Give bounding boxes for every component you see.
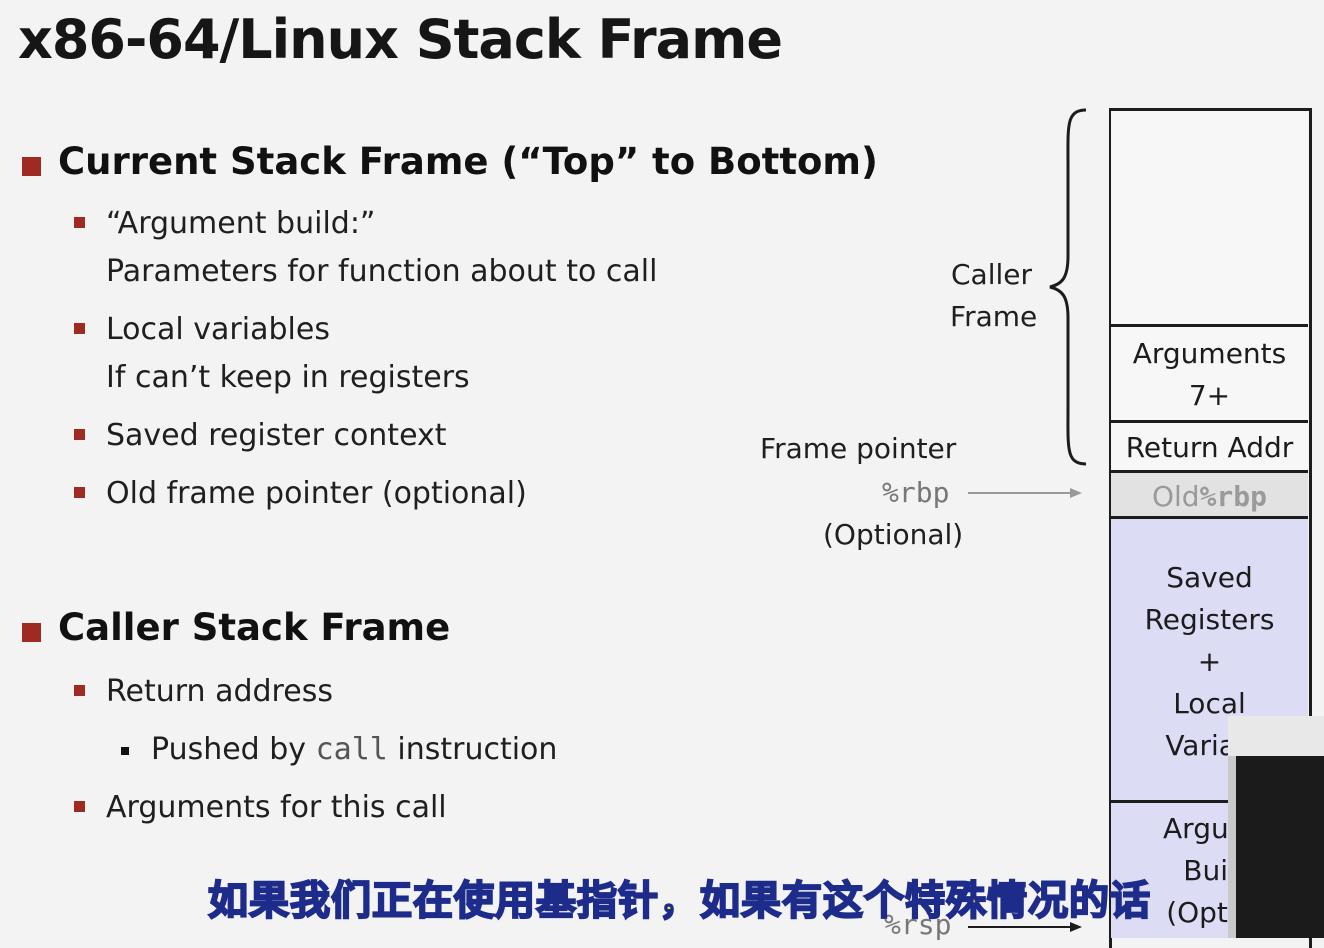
list-item: Arguments for this call <box>106 790 447 825</box>
optional-note: (Optional) <box>823 518 964 551</box>
cell-text: Arguments <box>1132 336 1287 370</box>
cell-text: 7+ <box>1188 378 1231 412</box>
sub-item-bullet <box>121 747 129 755</box>
list-item: Local variables If can’t keep in registe… <box>106 306 470 402</box>
item-line: Parameters for function about to call <box>106 254 658 289</box>
item-bullet <box>74 801 85 812</box>
item-bullet <box>74 487 85 498</box>
item-bullet <box>74 429 85 440</box>
section-heading-current-frame: Current Stack Frame (“Top” to Bottom) <box>58 140 878 183</box>
cell-text: Buil <box>1183 853 1236 887</box>
webcam-whiteboard <box>1228 716 1324 756</box>
section-bullet <box>22 157 41 176</box>
item-line: Local variables <box>106 312 330 347</box>
item-bullet <box>74 685 85 696</box>
cell-code: %rbp <box>1199 479 1268 513</box>
list-item: Saved register context <box>106 418 447 453</box>
return-addr-cell: Return Addr <box>1111 420 1308 472</box>
cell-text: + <box>1197 644 1222 678</box>
stack-diagram <box>1109 108 1312 948</box>
cell-text: Local <box>1173 686 1246 720</box>
cell-text: Old <box>1151 479 1200 513</box>
cell-text: Registers <box>1144 602 1275 636</box>
frame-pointer-label: Frame pointer <box>760 432 957 465</box>
video-subtitle: 如果我们正在使用基指针，如果有这个特殊情况的话 <box>207 877 1151 925</box>
section-bullet <box>22 623 41 642</box>
caller-label-line: Frame <box>950 300 1038 333</box>
caller-frame-label: Caller Frame <box>950 254 1038 338</box>
list-item: Old frame pointer (optional) <box>106 476 527 511</box>
item-bullet <box>74 217 85 228</box>
item-bullet <box>74 323 85 334</box>
cell-text: Saved <box>1166 560 1253 594</box>
caller-frame-brace <box>1049 108 1087 466</box>
item-line: If can’t keep in registers <box>106 360 470 395</box>
webcam-overlay <box>1228 716 1324 938</box>
rbp-arrow <box>968 488 1082 498</box>
rsp-register: %rsp <box>884 908 952 941</box>
rbp-register: %rbp <box>882 476 950 509</box>
arguments-cell: Arguments 7+ <box>1111 324 1308 422</box>
section-heading-caller-frame: Caller Stack Frame <box>58 606 451 649</box>
sub-item-suffix: instruction <box>387 732 558 767</box>
sub-item-prefix: Pushed by <box>151 732 316 767</box>
rsp-arrow <box>968 922 1082 932</box>
item-line: “Argument build:” <box>106 206 376 241</box>
old-rbp-cell: Old %rbp <box>1111 470 1308 520</box>
list-item: “Argument build:” Parameters for functio… <box>106 200 657 296</box>
caller-label-line: Caller <box>950 258 1032 291</box>
webcam-edge <box>1228 756 1236 938</box>
slide-title: x86-64/Linux Stack Frame <box>18 8 783 71</box>
sub-list-item: Pushed by call instruction <box>151 732 557 767</box>
call-code: call <box>315 732 388 767</box>
list-item: Return address <box>106 674 333 709</box>
caller-frame-cell <box>1111 111 1308 326</box>
